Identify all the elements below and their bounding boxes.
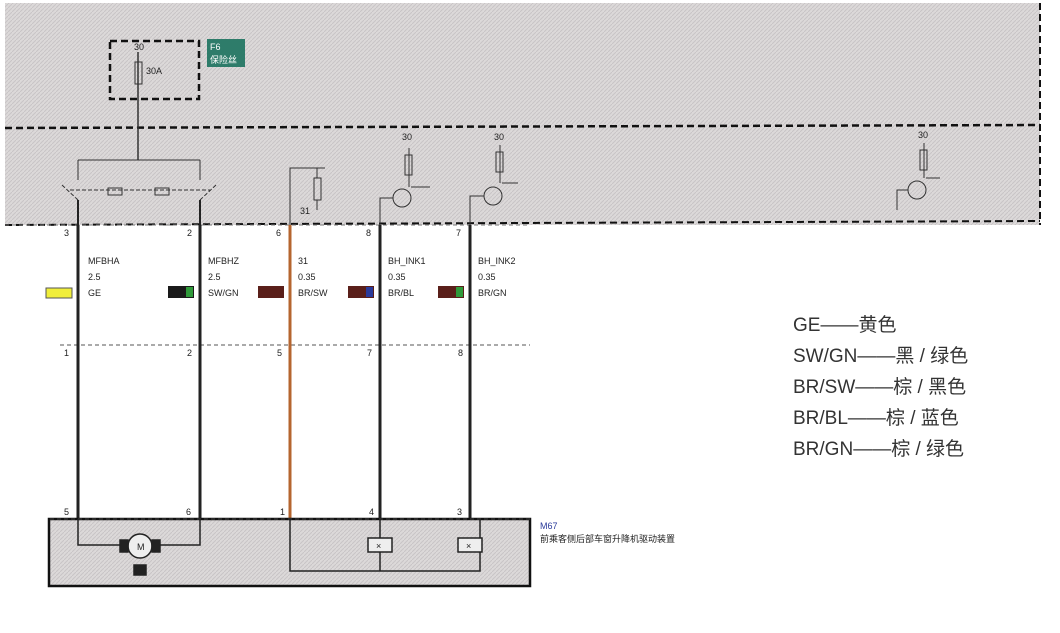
svg-text:2.5: 2.5 [208, 272, 221, 282]
svg-text:2.5: 2.5 [88, 272, 101, 282]
svg-text:1: 1 [280, 507, 285, 517]
legend-item: GE——黄色 [793, 315, 897, 336]
svg-text:5: 5 [64, 507, 69, 517]
svg-text:2: 2 [187, 228, 192, 238]
svg-text:0.35: 0.35 [478, 272, 496, 282]
svg-text:2: 2 [187, 348, 192, 358]
fuse-id: F6 [210, 42, 221, 52]
svg-text:M: M [137, 542, 145, 552]
svg-text:0.35: 0.35 [298, 272, 316, 282]
terminal-30-3: 30 [918, 130, 928, 140]
svg-text:31: 31 [298, 256, 308, 266]
ground-terminal: 31 [300, 206, 310, 216]
svg-text:×: × [466, 541, 471, 551]
svg-text:5: 5 [277, 348, 282, 358]
component-id: M67 [540, 521, 558, 531]
svg-text:3: 3 [457, 507, 462, 517]
terminal-30-2: 30 [494, 132, 504, 142]
svg-text:MFBHA: MFBHA [88, 256, 120, 266]
legend-item: BR/SW——棕 / 黑色 [793, 377, 967, 398]
svg-text:BR/BL: BR/BL [388, 288, 414, 298]
svg-text:BR/GN: BR/GN [478, 288, 507, 298]
svg-text:GE: GE [88, 288, 101, 298]
svg-text:BH_INK2: BH_INK2 [478, 256, 516, 266]
svg-text:6: 6 [276, 228, 281, 238]
terminal-30-1: 30 [402, 132, 412, 142]
component-name: 前乘客侧后部车窗升降机驱动装置 [540, 533, 675, 544]
svg-text:MFBHZ: MFBHZ [208, 256, 239, 266]
fuse-rating: 30A [146, 66, 162, 76]
svg-text:0.35: 0.35 [388, 272, 406, 282]
switch-panel [5, 128, 1040, 225]
fuse-terminal: 30 [134, 42, 144, 52]
svg-text:BH_INK1: BH_INK1 [388, 256, 426, 266]
legend-item: BR/BL——棕 / 蓝色 [793, 408, 959, 429]
svg-text:8: 8 [458, 348, 463, 358]
color-legend: GE——黄色 SW/GN——黑 / 绿色 BR/SW——棕 / 黑色 BR/BL… [793, 310, 968, 465]
fuse-name: 保险丝 [210, 54, 237, 65]
svg-text:3: 3 [64, 228, 69, 238]
svg-text:8: 8 [366, 228, 371, 238]
svg-text:1: 1 [64, 348, 69, 358]
svg-text:7: 7 [367, 348, 372, 358]
svg-text:BR/SW: BR/SW [298, 288, 328, 298]
legend-item: SW/GN——黑 / 绿色 [793, 346, 969, 367]
control-unit-panel [5, 3, 1040, 128]
legend-item: BR/GN——棕 / 绿色 [793, 439, 965, 460]
svg-text:4: 4 [369, 507, 374, 517]
svg-text:7: 7 [456, 228, 461, 238]
svg-text:6: 6 [186, 507, 191, 517]
svg-text:SW/GN: SW/GN [208, 288, 239, 298]
svg-text:×: × [376, 541, 381, 551]
